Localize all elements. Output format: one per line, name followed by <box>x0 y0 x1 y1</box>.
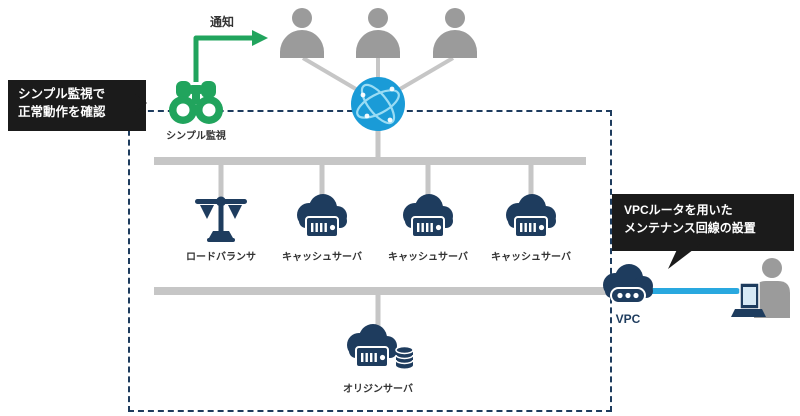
cache-server-label-3: キャッシュサーバ <box>491 252 571 263</box>
vpc-label: VPC <box>615 312 641 326</box>
cache-server-icon-2 <box>403 194 453 238</box>
notification-label: 通知 <box>209 15 234 29</box>
laptop-icon <box>731 282 766 317</box>
user-head <box>292 8 312 28</box>
vpc-callout-line1: VPCルータを用いた <box>624 203 733 217</box>
user-icon-3 <box>432 8 478 58</box>
user-icon-2 <box>355 8 401 58</box>
user-icon-1 <box>279 8 325 58</box>
notification-arrow-head <box>252 30 268 46</box>
operator-with-laptop-icon <box>731 258 790 318</box>
monitoring-label: シンプル監視 <box>166 131 226 142</box>
database-cylinder <box>395 345 414 369</box>
monitoring-callout: シンプル監視で 正常動作を確認 <box>8 80 146 131</box>
cache-server-icon-1 <box>297 194 347 238</box>
load-balancer-label: ロードバランサ <box>186 252 256 263</box>
vpc-callout: VPCルータを用いた メンテナンス回線の設置 <box>612 194 794 251</box>
vpc-router-icon <box>603 264 653 304</box>
origin-server-icon <box>347 324 414 369</box>
vpc-callout-pointer <box>668 243 702 269</box>
monitoring-callout-line1: シンプル監視で <box>18 87 106 101</box>
binoculars-monitoring-icon <box>169 81 223 124</box>
notification-arrow-line <box>193 35 252 82</box>
user-body <box>433 30 477 58</box>
load-balancer-icon <box>195 196 247 242</box>
cache-server-label-1: キャッシュサーバ <box>282 252 362 263</box>
cache-server-label-2: キャッシュサーバ <box>388 252 468 263</box>
vpc-callout-line2: メンテナンス回線の設置 <box>624 221 756 235</box>
origin-server-label: オリジンサーバ <box>343 384 413 395</box>
internet-globe-icon <box>351 77 405 131</box>
user-head <box>445 8 465 28</box>
user-body <box>280 30 324 58</box>
user-body <box>356 30 400 58</box>
cache-server-icon-3 <box>506 194 556 238</box>
user-head <box>368 8 388 28</box>
monitoring-callout-pointer <box>135 94 147 112</box>
monitoring-callout-line2: 正常動作を確認 <box>18 105 106 119</box>
